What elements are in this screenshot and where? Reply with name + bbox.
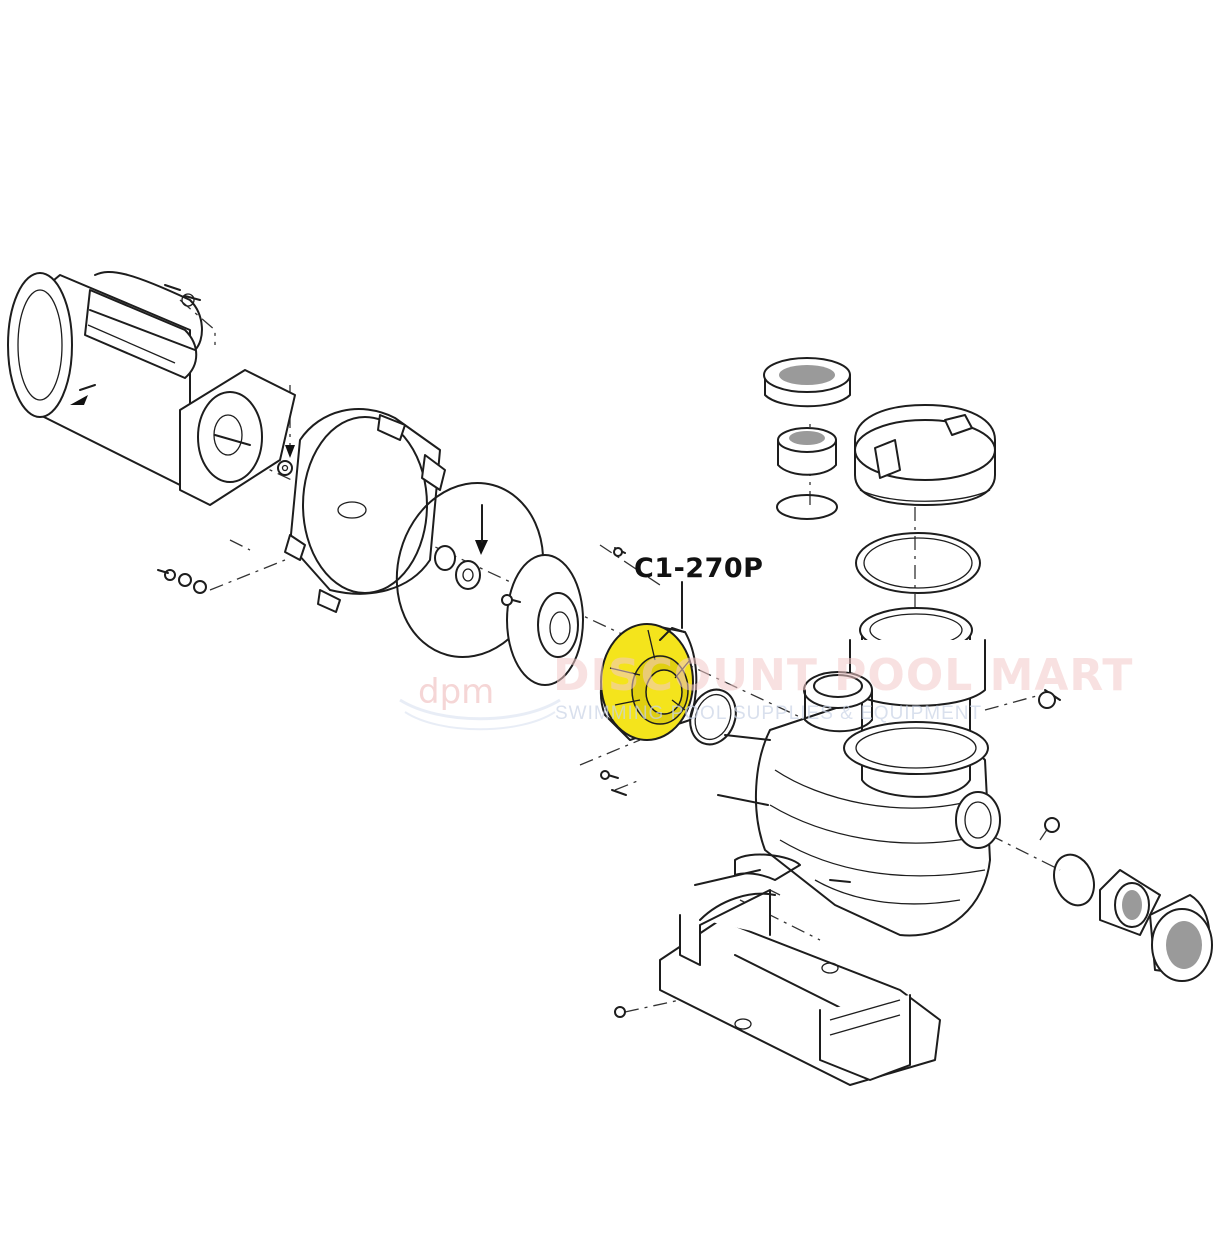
mechanical-seal — [434, 545, 481, 590]
pump-housing — [694, 607, 1001, 937]
watermark-tagline: SWIMMING POOL SUPPLIES & EQUIPMENT — [555, 703, 983, 724]
housing-gasket — [689, 688, 737, 746]
union-fitting-top — [763, 357, 851, 520]
watermark-logo-mark — [399, 698, 561, 731]
callout-part-number: C1-270P — [634, 553, 764, 584]
watermark-brand: DISCOUNT POOL MART — [553, 650, 1134, 701]
pump-base — [614, 853, 941, 1086]
motor — [7, 270, 296, 506]
diffuser-screws — [600, 547, 627, 796]
strainer-lid — [854, 404, 996, 594]
impeller — [501, 554, 584, 686]
diffuser-highlighted — [599, 623, 698, 741]
motor-hardware — [157, 569, 207, 594]
watermark-logo: dpm — [418, 672, 495, 712]
union-fitting-side — [1038, 689, 1213, 982]
